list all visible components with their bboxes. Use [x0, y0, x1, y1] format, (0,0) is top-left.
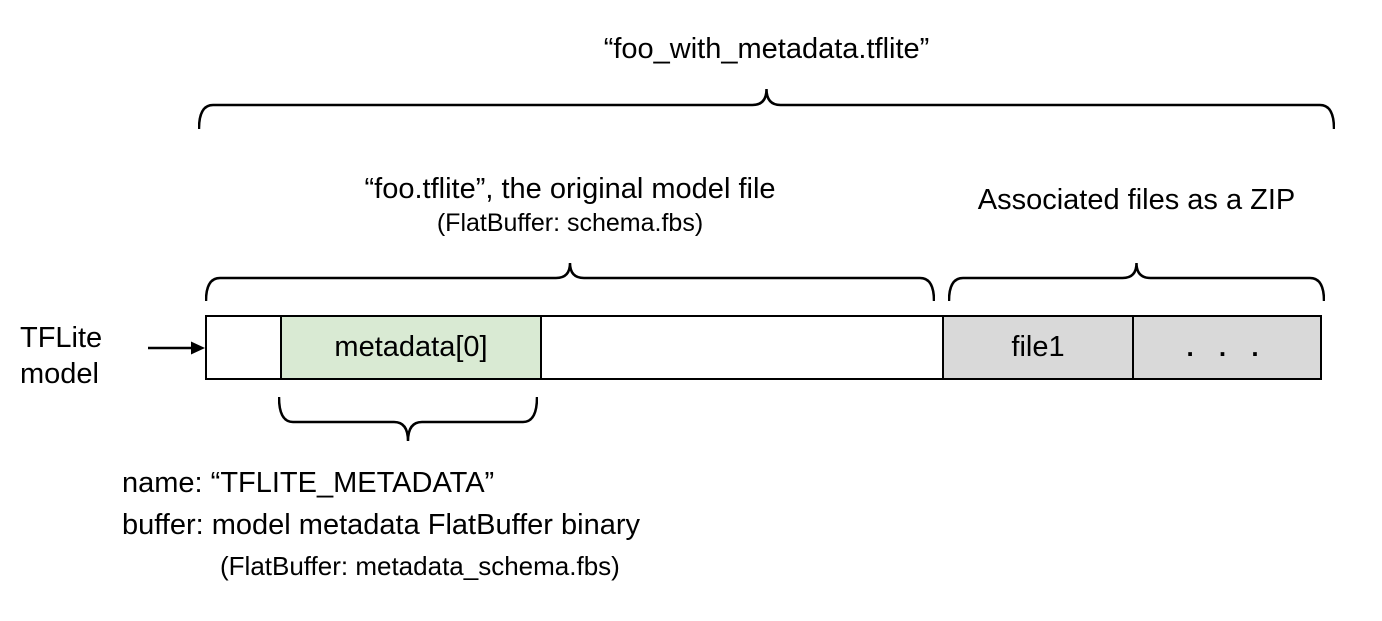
zip-section-label: Associated files as a ZIP: [977, 184, 1296, 216]
overbrace-whole-file-path: [198, 88, 1335, 130]
overbrace-zip-section: [948, 262, 1325, 302]
metadata-annotation: name: “TFLITE_METADATA” buffer: model me…: [122, 462, 640, 586]
bar-segment-metadata-0: metadata[0]: [280, 317, 540, 378]
overbrace-zip-section-path: [948, 262, 1325, 302]
overbrace-model-section-path: [205, 262, 935, 302]
bar-segment-file1: file1: [942, 317, 1132, 378]
overbrace-whole-file: [198, 88, 1335, 130]
file-title: “foo_with_metadata.tflite”: [603, 33, 930, 65]
overbrace-model-section: [205, 262, 935, 302]
metadata-annotation-name: name: “TFLITE_METADATA”: [122, 467, 495, 499]
bar-segment-model-body: [540, 317, 942, 378]
tflite-model-label: TFLite model: [20, 320, 102, 392]
model-section-label-line1: “foo.tflite”, the original model file: [364, 173, 776, 205]
arrow-right-icon: [148, 341, 205, 355]
arrow-head: [191, 341, 205, 355]
tflite-model-label-line2: model: [20, 358, 99, 390]
underbrace-metadata-path: [278, 396, 538, 442]
bar-segment-model-header: [207, 317, 280, 378]
metadata-annotation-schema: (FlatBuffer: metadata_schema.fbs): [220, 551, 620, 581]
model-section-label-line2: (FlatBuffer: schema.fbs): [436, 209, 704, 237]
metadata-annotation-buffer: buffer: model metadata FlatBuffer binary: [122, 509, 640, 541]
model-section-label: “foo.tflite”, the original model file (F…: [205, 172, 935, 239]
tflite-model-label-line1: TFLite: [20, 322, 103, 354]
tflite-model-bar: metadata[0] file1 . . .: [205, 315, 1322, 380]
bar-segment-more-files: . . .: [1132, 317, 1320, 378]
underbrace-metadata: [278, 396, 538, 442]
